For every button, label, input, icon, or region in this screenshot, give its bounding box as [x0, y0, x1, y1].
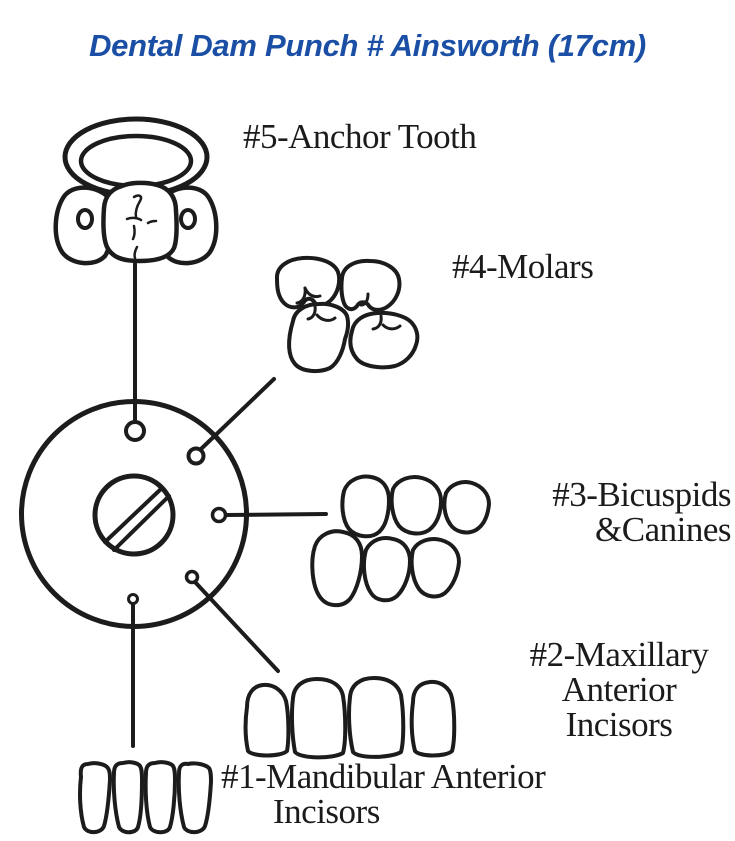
- molar-tooth: [287, 301, 351, 374]
- wheel-center-hub: [92, 473, 176, 557]
- page-title: Dental Dam Punch # Ainsworth (17cm): [89, 28, 646, 63]
- canine-tooth: [442, 480, 491, 535]
- incisor-tooth: [347, 676, 406, 759]
- label-maxillary-line3: Incisors: [565, 705, 673, 744]
- label-maxillary-line1: #2-Maxillary: [529, 635, 709, 674]
- hub-stripe-line: [103, 486, 164, 544]
- pointer-lines: [131, 262, 328, 748]
- bicuspids-canines-illustration: [310, 474, 491, 608]
- label-mandibular-line2: Incisors: [273, 792, 380, 831]
- pointer-line-4: [199, 377, 276, 451]
- label-mandibular-incisors: #1-Mandibular Anterior Incisors: [221, 757, 546, 831]
- pointer-line-3: [224, 512, 328, 517]
- clamp-right-hole: [179, 208, 197, 230]
- punch-hole-3: [210, 506, 228, 524]
- incisor-tooth: [111, 760, 144, 835]
- maxillary-incisors-illustration: [243, 676, 457, 760]
- molars-illustration: [275, 255, 420, 374]
- label-maxillary-line2: Anterior: [561, 670, 677, 709]
- incisor-tooth: [176, 761, 213, 835]
- bicuspid-tooth: [340, 474, 391, 539]
- incisor-tooth: [78, 761, 112, 835]
- hub-stripe-line: [112, 494, 171, 552]
- molar-tooth: [348, 310, 420, 370]
- molar-tooth: [339, 258, 402, 312]
- label-molars: #4-Molars: [452, 247, 594, 286]
- mandibular-incisors-illustration: [78, 760, 213, 835]
- anchor-tooth-crown: [101, 180, 179, 264]
- label-bicuspids-canines: #3-Bicuspids &Canines: [552, 477, 731, 547]
- bicuspid-tooth: [310, 529, 364, 608]
- label-mandibular-line1: #1-Mandibular Anterior: [221, 757, 546, 796]
- clamp-left-hole: [76, 208, 94, 230]
- incisor-tooth: [143, 760, 177, 835]
- label-anchor-tooth: #5-Anchor Tooth: [243, 117, 477, 156]
- punch-hole-4: [186, 446, 206, 466]
- pointer-line-2: [193, 580, 280, 673]
- clamp-bow-inner: [78, 133, 194, 189]
- incisor-tooth: [243, 682, 291, 758]
- canine-tooth: [409, 537, 461, 599]
- incisor-tooth: [409, 679, 457, 758]
- label-maxillary-incisors: #2-Maxillary Anterior Incisors: [528, 637, 710, 742]
- label-bicuspids-line1: #3-Bicuspids: [552, 475, 731, 514]
- anchor-tooth-illustration: [53, 116, 219, 266]
- bicuspid-tooth: [389, 475, 443, 536]
- molar-tooth: [275, 255, 342, 310]
- punch-hole-2: [184, 569, 200, 585]
- punch-hole-5: [124, 420, 146, 442]
- incisor-tooth: [289, 677, 348, 760]
- molar-cusp-marks: [295, 286, 402, 331]
- bicuspid-tooth: [361, 536, 412, 603]
- label-bicuspids-line2: &Canines: [595, 510, 731, 549]
- tooth-crack-marks: [125, 194, 158, 260]
